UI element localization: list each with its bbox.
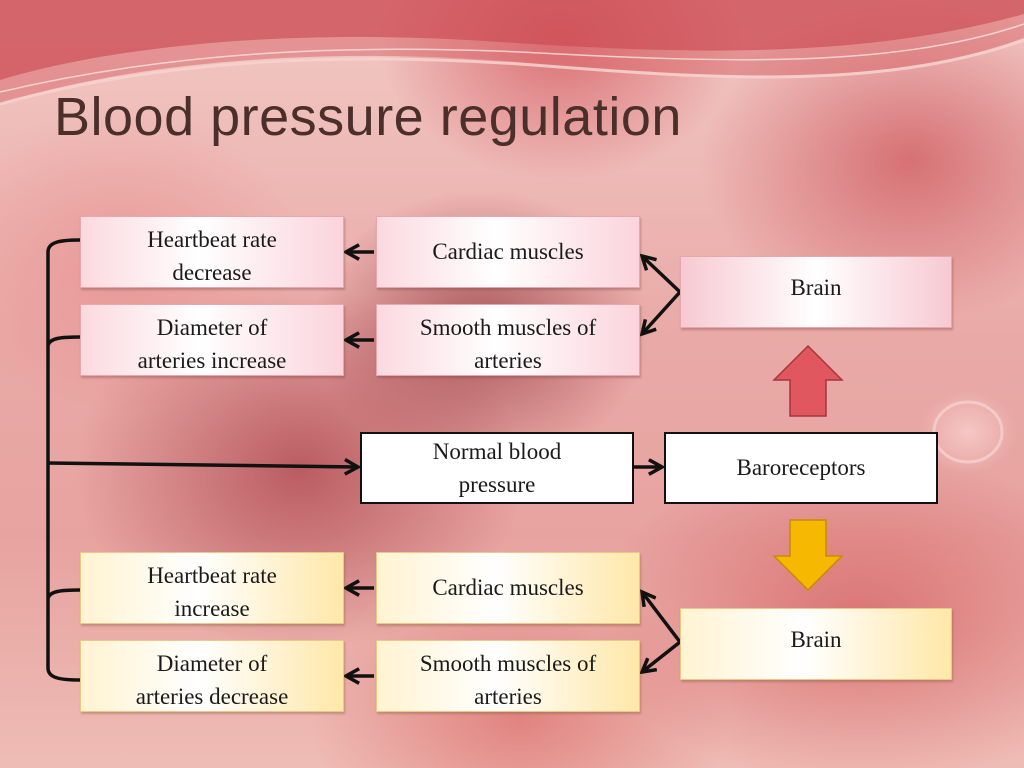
heartbeat-rate-decrease-line-2: decrease	[172, 260, 252, 286]
bracket-tick-bottom-heart	[46, 588, 81, 599]
brain-top-box: Brain	[680, 256, 952, 328]
brain-bottom-box: Brain	[680, 608, 952, 680]
down-block-arrow	[772, 519, 844, 592]
normal-blood-pressure-line-1: Normal blood	[432, 438, 562, 464]
cardiac-muscles-top-box: Cardiac muscles	[376, 216, 640, 288]
baroreceptors-box: Baroreceptors	[664, 432, 938, 504]
normal-blood-pressure-line-2: pressure	[458, 472, 536, 497]
brain-bottom-label: Brain	[790, 627, 842, 653]
diameter-arteries-increase-box: Diameter of arteries increase	[80, 304, 344, 376]
heartbeat-rate-decrease-box: Heartbeat rate decrease	[80, 216, 344, 288]
smooth-muscles-bottom-line-2: arteries	[474, 684, 542, 710]
diameter-arteries-increase-line-2: arteries increase	[137, 348, 287, 374]
heartbeat-rate-decrease-line-1: Heartbeat rate	[147, 227, 277, 252]
up-block-arrow	[772, 344, 844, 417]
smooth-muscles-bottom-line-1: Smooth muscles of	[419, 651, 597, 676]
smooth-muscles-top-line-2: arteries	[474, 348, 542, 374]
heartbeat-rate-increase-line-1: Heartbeat rate	[147, 563, 277, 588]
arrow-to-normal-pressure	[47, 463, 358, 467]
arrow-brain-to-cardiac-bottom	[642, 592, 682, 644]
bracket-tick-top-arteries	[46, 335, 81, 346]
diameter-arteries-decrease-line-1: Diameter of	[156, 651, 268, 676]
arrow-brain-to-cardiac-top	[642, 256, 682, 294]
smooth-muscles-top-line-1: Smooth muscles of	[419, 315, 597, 340]
heartbeat-rate-increase-box: Heartbeat rate increase	[80, 552, 344, 624]
smooth-muscles-top-box: Smooth muscles of arteries	[376, 304, 640, 376]
heartbeat-rate-increase-line-2: increase	[174, 596, 250, 622]
diameter-arteries-decrease-box: Diameter of arteries decrease	[80, 640, 344, 712]
bracket-spine	[46, 238, 81, 682]
diameter-arteries-decrease-line-2: arteries decrease	[135, 684, 289, 710]
cardiac-muscles-bottom-box: Cardiac muscles	[376, 552, 640, 624]
arrow-brain-to-smooth-bottom	[642, 640, 682, 672]
brain-top-label: Brain	[790, 275, 842, 301]
baroreceptors-label: Baroreceptors	[736, 455, 866, 481]
arrow-brain-to-smooth-top	[642, 290, 682, 334]
smooth-muscles-bottom-box: Smooth muscles of arteries	[376, 640, 640, 712]
cardiac-muscles-top-label: Cardiac muscles	[432, 239, 584, 265]
cardiac-muscles-bottom-label: Cardiac muscles	[432, 575, 584, 601]
normal-blood-pressure-box: Normal blood pressure	[360, 432, 634, 504]
diameter-arteries-increase-line-1: Diameter of	[156, 315, 268, 340]
slide-title: Blood pressure regulation	[54, 87, 682, 147]
